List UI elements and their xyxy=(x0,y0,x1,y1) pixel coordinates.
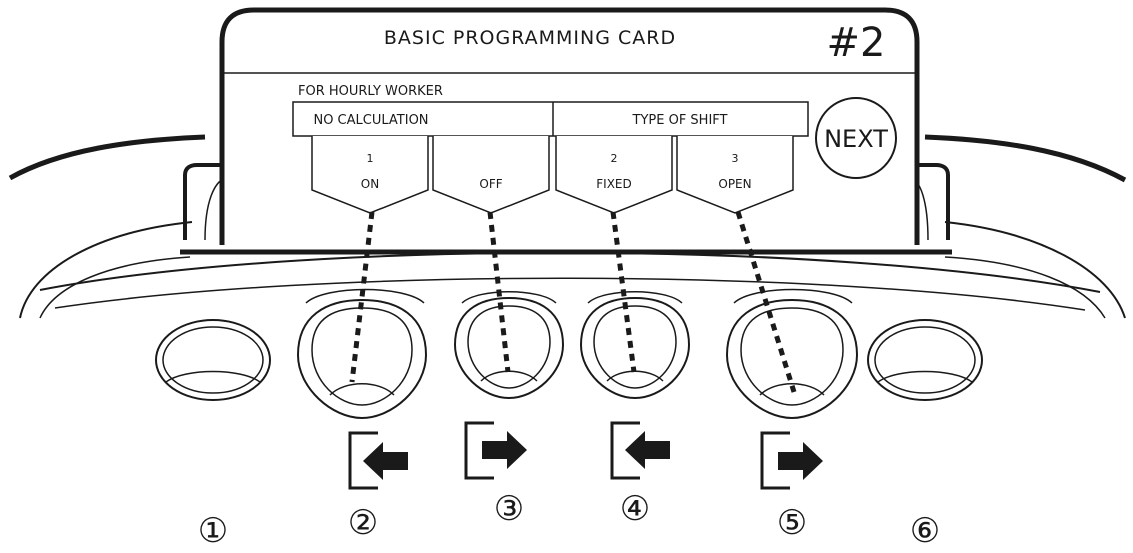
leader-line-fixed xyxy=(610,211,637,373)
card-subtitle: FOR HOURLY WORKER xyxy=(298,84,443,99)
option-header-box xyxy=(292,101,809,137)
leader-line-on xyxy=(349,211,375,383)
programming-card: BASIC PROGRAMMING CARD #2 FOR HOURLY WOR… xyxy=(219,7,920,245)
arrow-right-key-5 xyxy=(760,431,823,490)
option-tab-fixed: 2 FIXED xyxy=(555,136,673,214)
tab-number-3: 3 xyxy=(732,152,739,165)
arrow-left-key-2 xyxy=(348,431,408,490)
tab-label-fixed: FIXED xyxy=(596,177,631,191)
option-tab-open: 3 OPEN xyxy=(676,136,794,214)
card-number: #2 xyxy=(827,20,886,66)
key-number-2: ② xyxy=(348,503,378,543)
leader-lines xyxy=(349,211,797,393)
key-number-labels: ① ② ③ ④ ⑤ ⑥ xyxy=(198,489,940,551)
tab-number-2: 2 xyxy=(611,152,618,165)
key-6[interactable] xyxy=(867,319,983,401)
tab-number-1: 1 xyxy=(367,152,374,165)
tab-label-on: ON xyxy=(361,177,379,191)
next-label: NEXT xyxy=(824,125,888,153)
key-number-4: ④ xyxy=(620,489,650,529)
key-5[interactable] xyxy=(725,288,859,420)
card-title: BASIC PROGRAMMING CARD xyxy=(384,27,676,49)
key-1[interactable] xyxy=(155,319,271,401)
arrow-left-key-4 xyxy=(610,421,670,480)
tab-label-off: OFF xyxy=(479,177,502,191)
device-body xyxy=(8,134,1127,319)
key-2[interactable] xyxy=(296,288,428,420)
key-number-1: ① xyxy=(198,511,228,551)
group-label-type-of-shift: TYPE OF SHIFT xyxy=(632,113,728,128)
key-4[interactable] xyxy=(579,291,691,400)
tab-label-open: OPEN xyxy=(718,177,751,191)
key-3[interactable] xyxy=(453,291,565,400)
arrow-right-key-3 xyxy=(464,421,527,480)
leader-line-open xyxy=(735,211,797,393)
key-number-5: ⑤ xyxy=(777,503,807,543)
leader-line-off xyxy=(487,211,511,373)
group-label-no-calculation: NO CALCULATION xyxy=(313,113,428,128)
option-tab-on: 1 ON xyxy=(311,136,429,214)
key-number-6: ⑥ xyxy=(910,511,940,551)
next-button[interactable]: NEXT xyxy=(815,97,897,179)
key-number-3: ③ xyxy=(494,489,524,529)
